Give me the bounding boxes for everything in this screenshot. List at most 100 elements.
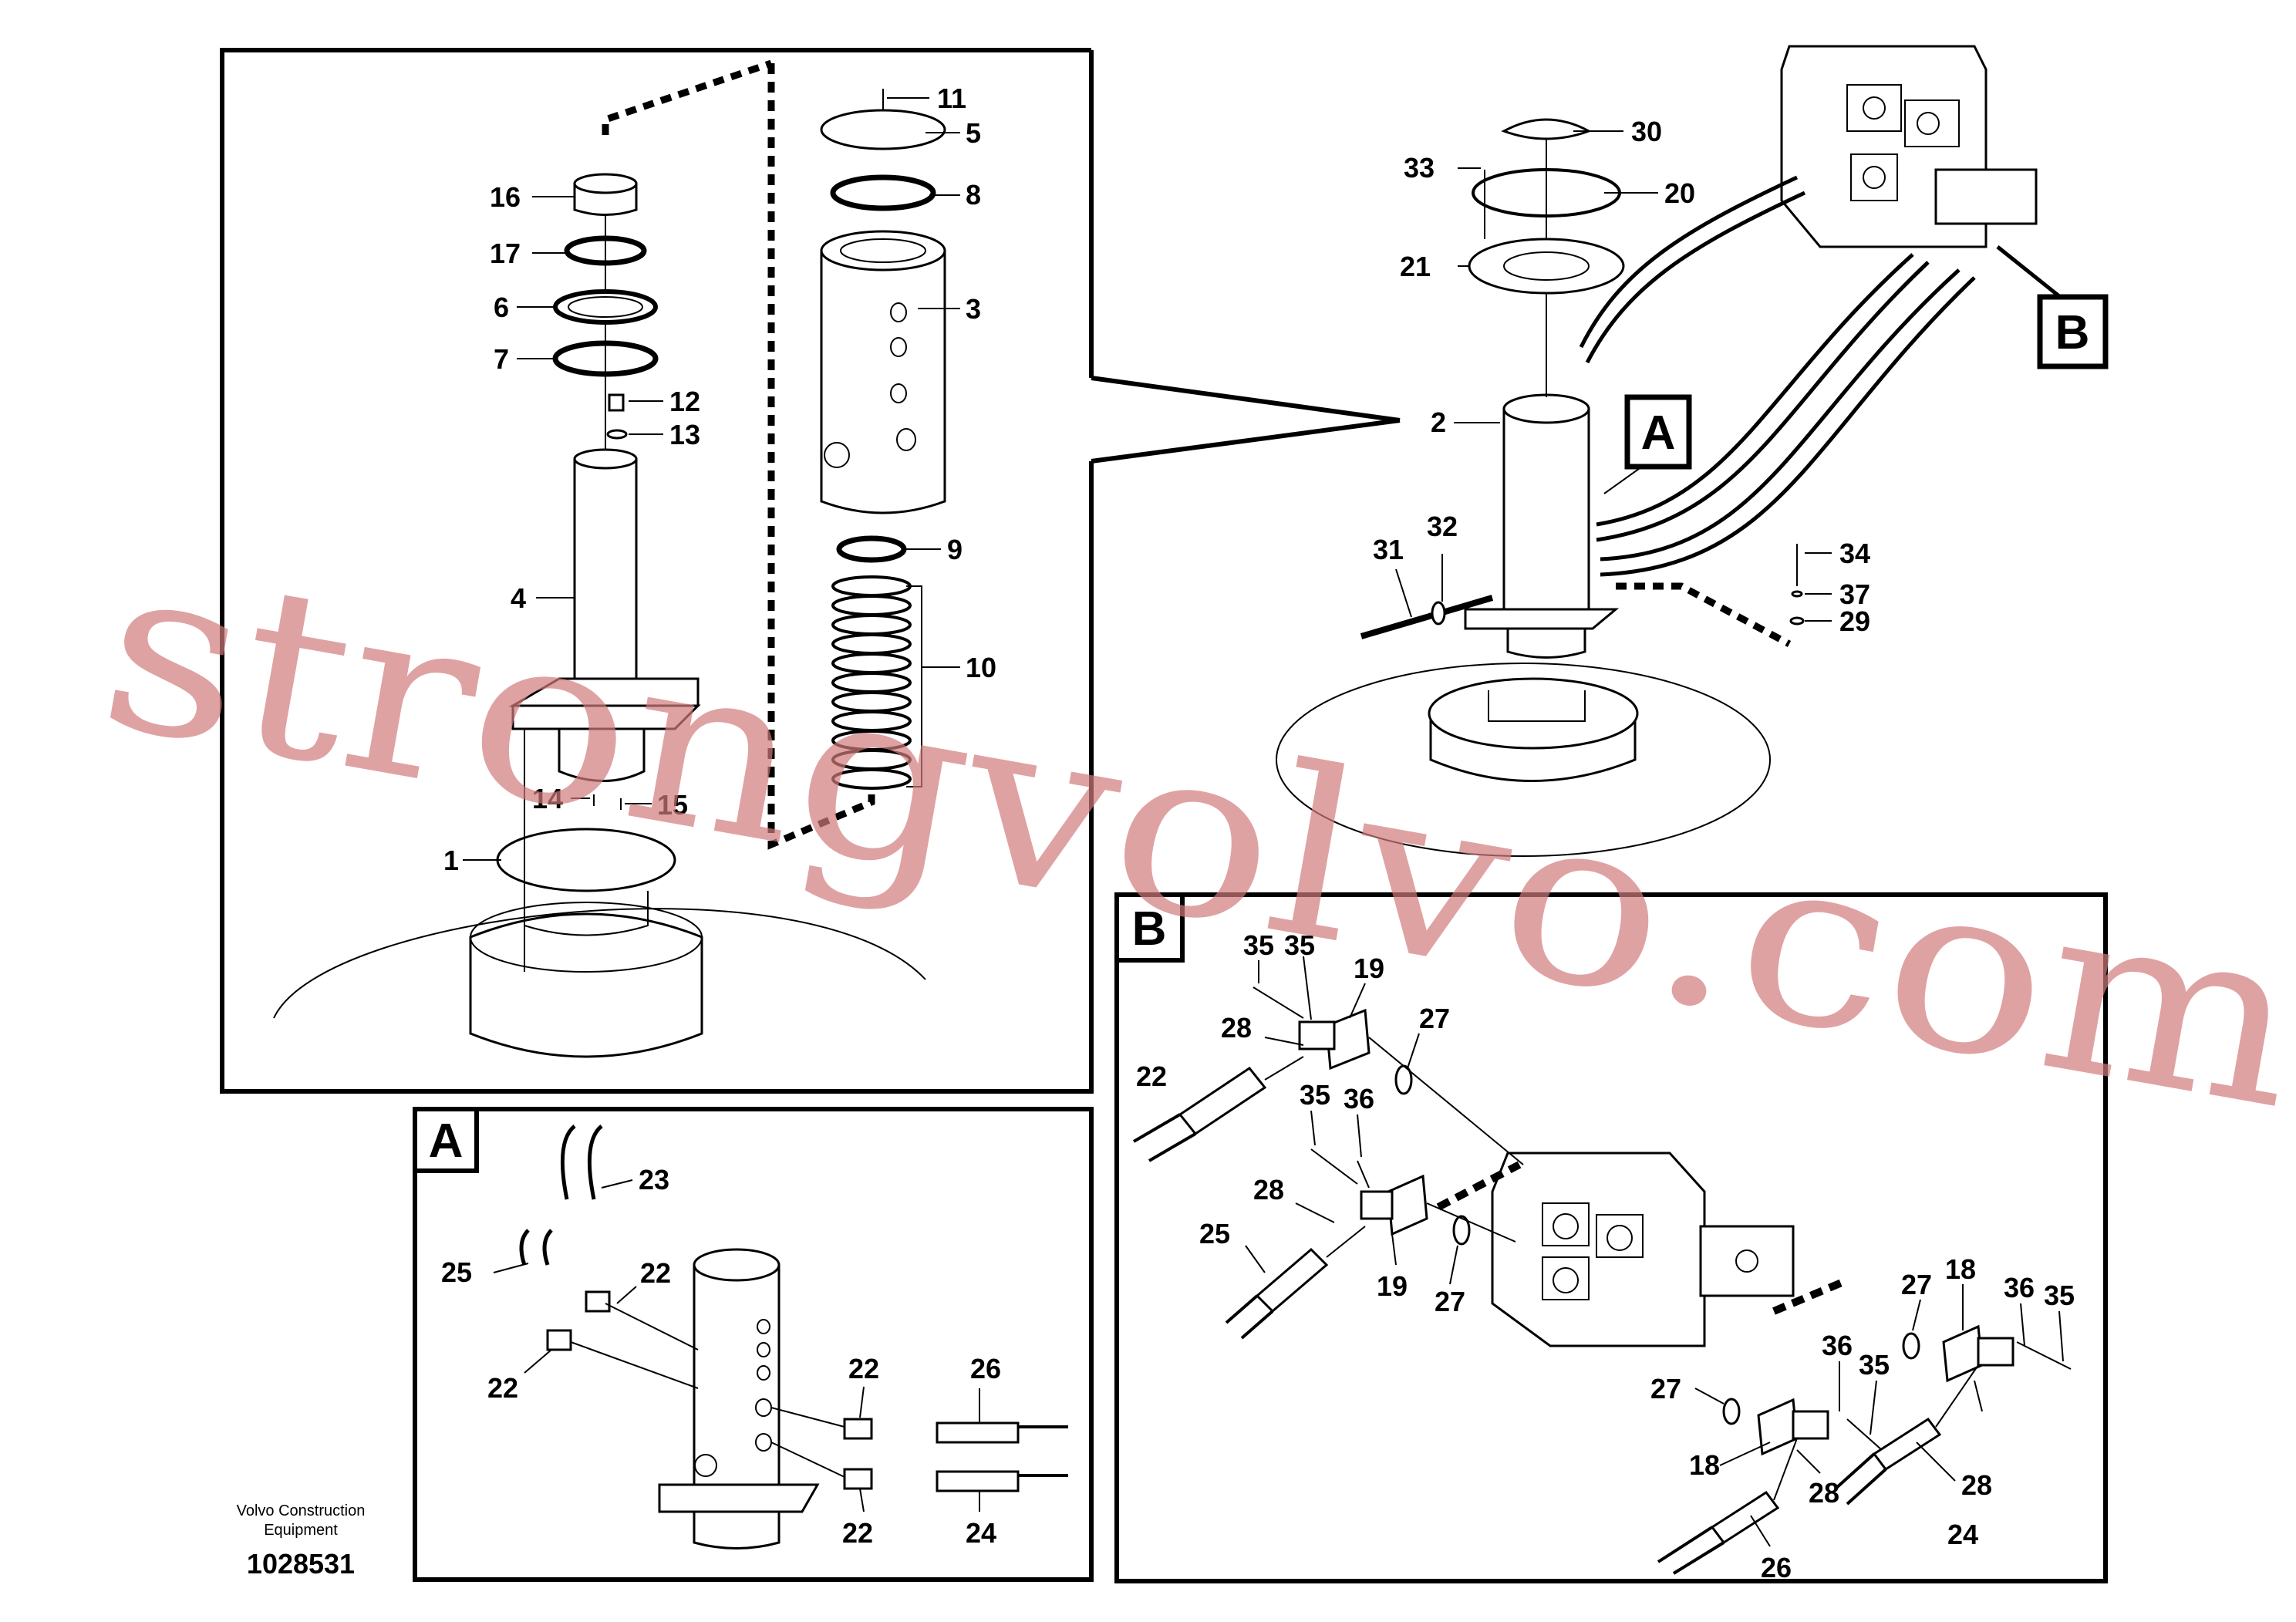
callout-b-27-d: 27 bbox=[1650, 1373, 1681, 1404]
callout-a-24: 24 bbox=[966, 1517, 996, 1549]
detail-a-link-1 bbox=[605, 1303, 699, 1351]
exploded-base-ring bbox=[469, 912, 703, 1058]
shaft-4-flange-top bbox=[508, 677, 700, 707]
detail-a-label-box bbox=[413, 1107, 479, 1173]
callout-b-24: 24 bbox=[1947, 1519, 1978, 1550]
callout-3: 3 bbox=[966, 293, 981, 325]
callout-14: 14 bbox=[532, 783, 563, 814]
elbow-18-left bbox=[1792, 1410, 1829, 1440]
elbow-fitting-lower bbox=[1360, 1190, 1394, 1220]
callout-b-28-c: 28 bbox=[1809, 1477, 1839, 1509]
seal-8 bbox=[830, 174, 936, 211]
main-assembly-view: 30 33 20 21 2 31 32 34 37 29 A B bbox=[1276, 45, 2109, 857]
detail-a-swivel-top bbox=[693, 1248, 781, 1282]
callout-b-18-b: 18 bbox=[1689, 1449, 1720, 1481]
callout-b-27-b: 27 bbox=[1435, 1286, 1465, 1317]
callout-31: 31 bbox=[1373, 534, 1404, 565]
detail-b-label: B bbox=[1132, 902, 1167, 956]
detail-a-side-port bbox=[694, 1454, 717, 1477]
washer-37 bbox=[1791, 590, 1803, 598]
bolt-35-lower-left bbox=[1846, 1418, 1883, 1451]
callout-b-19-a: 19 bbox=[1354, 953, 1384, 984]
washer-29 bbox=[1789, 616, 1805, 626]
flange-18-right bbox=[1942, 1324, 1984, 1383]
main-hoses bbox=[1579, 175, 1976, 577]
callout-34: 34 bbox=[1839, 538, 1870, 569]
turntable-inner bbox=[1488, 690, 1586, 722]
callout-b-35-b: 35 bbox=[1284, 929, 1315, 961]
detail-b-label-box bbox=[1114, 892, 1185, 963]
callout-a-22-d: 22 bbox=[842, 1517, 873, 1549]
fitting-22-c bbox=[843, 1418, 873, 1440]
hose-24 bbox=[936, 1470, 1020, 1492]
rotor-housing-3-bore bbox=[840, 238, 926, 263]
exploded-dashed-link-left bbox=[602, 59, 773, 135]
pointer-line-upper bbox=[1091, 376, 1401, 423]
detail-a-port-2 bbox=[757, 1342, 770, 1357]
swivel-joint-2-top bbox=[1502, 393, 1590, 424]
bolt-35-mid bbox=[1310, 1148, 1358, 1185]
seal-9 bbox=[836, 535, 907, 563]
washer-32 bbox=[1431, 601, 1446, 626]
bolt-35-lower-right bbox=[2016, 1341, 2072, 1370]
hose-26-b bbox=[1710, 1490, 1780, 1545]
callout-b-35-e: 35 bbox=[1859, 1349, 1890, 1381]
exploded-base-ring-top bbox=[470, 902, 703, 973]
callout-b-28-a: 28 bbox=[1221, 1012, 1252, 1044]
detail-a-panel: A bbox=[413, 1107, 1094, 1582]
bushing-16-top bbox=[573, 173, 638, 194]
flange-19-lower bbox=[1387, 1174, 1428, 1236]
detail-a-link-4 bbox=[770, 1442, 845, 1478]
callout-b-36-c: 36 bbox=[1822, 1330, 1853, 1361]
hose-25-b-tail bbox=[1225, 1294, 1274, 1340]
seal-17 bbox=[564, 235, 647, 266]
exploded-leaders bbox=[463, 97, 960, 861]
elbow-fitting-upper bbox=[1298, 1020, 1336, 1050]
exploded-dashed-link-right bbox=[767, 63, 875, 850]
rotor-port-3 bbox=[890, 383, 907, 403]
callout-b-35-c: 35 bbox=[1300, 1079, 1330, 1111]
callout-11: 11 bbox=[937, 83, 966, 114]
detail-a-frame bbox=[413, 1107, 1094, 1582]
oring-27-lower-right bbox=[1902, 1332, 1920, 1360]
callout-32: 32 bbox=[1427, 511, 1458, 542]
fitting-22-d bbox=[843, 1468, 873, 1490]
swivel-joint-2-hub bbox=[1506, 627, 1586, 659]
hose-25-b bbox=[1255, 1247, 1329, 1313]
fitting-22-a bbox=[585, 1290, 611, 1313]
detail-tag-a-box bbox=[1624, 394, 1692, 470]
detail-a-link-3 bbox=[770, 1407, 845, 1428]
detail-a-swivel-body bbox=[693, 1263, 781, 1509]
detail-b-control-valve bbox=[1491, 1152, 1795, 1347]
detail-a-leaders bbox=[493, 1179, 980, 1512]
hose-25b bbox=[542, 1229, 553, 1266]
hose-22-b-tail bbox=[1132, 1113, 1197, 1162]
callout-b-25: 25 bbox=[1199, 1218, 1230, 1249]
callout-b-36-a: 36 bbox=[1344, 1083, 1374, 1114]
ring-6-inner bbox=[568, 296, 643, 318]
callout-17: 17 bbox=[490, 238, 521, 269]
callout-33: 33 bbox=[1404, 152, 1435, 184]
hose-link-25-b bbox=[1326, 1226, 1366, 1258]
hose-25 bbox=[519, 1229, 530, 1266]
turntable-ring-top bbox=[1428, 677, 1639, 750]
callout-a-22-a: 22 bbox=[640, 1257, 671, 1289]
callout-13: 13 bbox=[669, 419, 700, 450]
callout-b-28-b: 28 bbox=[1253, 1174, 1284, 1206]
plate-21 bbox=[1468, 238, 1625, 295]
detail-b-frame bbox=[1114, 892, 2108, 1583]
oring-27-lower-left bbox=[1722, 1398, 1741, 1425]
rotor-port-1 bbox=[890, 302, 907, 322]
detail-b-link-lower bbox=[1426, 1202, 1516, 1243]
callout-b-28-d: 28 bbox=[1961, 1469, 1992, 1501]
swivel-joint-2-body bbox=[1502, 407, 1590, 634]
elbow-18-right bbox=[1977, 1337, 2014, 1367]
callout-12: 12 bbox=[669, 386, 700, 417]
control-valve-main bbox=[1780, 45, 2038, 248]
hose-link-26-b bbox=[1773, 1438, 1798, 1501]
detail-b-dashed-2 bbox=[1772, 1276, 1849, 1315]
callout-a-22-c: 22 bbox=[848, 1353, 879, 1384]
detail-b-dashed-1 bbox=[1436, 1161, 1522, 1211]
watermark: strongvolvo.com bbox=[85, 510, 2296, 1161]
turntable-disc bbox=[1276, 663, 1771, 857]
